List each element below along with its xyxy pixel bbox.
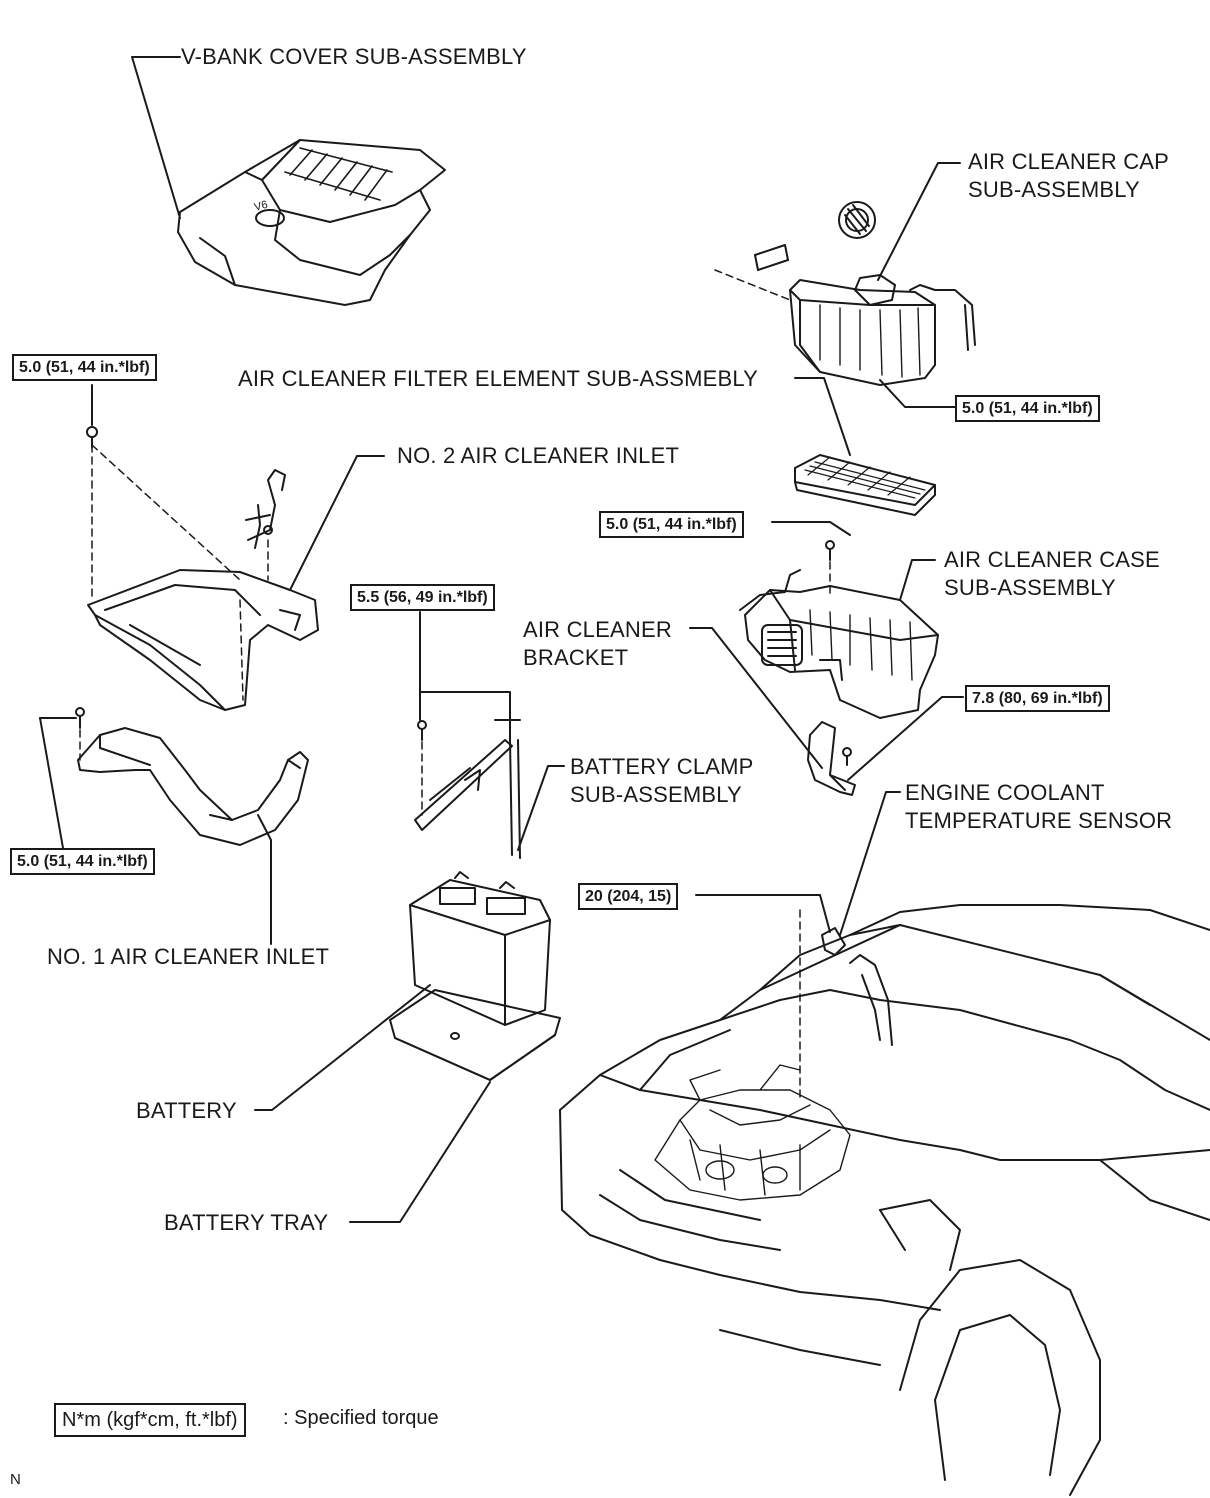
label-battery-tray: BATTERY TRAY [164, 1210, 329, 1235]
air-filter-element-drawing [794, 454, 936, 516]
no2-air-cleaner-inlet-drawing [87, 469, 319, 711]
coolant-sensor-drawing [821, 927, 893, 1046]
air-cleaner-case-drawing [739, 569, 939, 719]
label-no1-air-cleaner-inlet: NO. 1 AIR CLEANER INLET [47, 944, 330, 969]
vehicle-drawing [559, 904, 1210, 1496]
battery-clamp-drawing [414, 719, 521, 859]
torque-box: 5.5 (56, 49 in.*lbf) [350, 584, 495, 611]
label-air-cleaner-bracket: AIR CLEANER BRACKET [523, 617, 672, 670]
air-cleaner-bracket-drawing [807, 721, 856, 796]
label-engine-coolant-sensor: ENGINE COOLANT TEMPERATURE SENSOR [905, 780, 1173, 833]
no1-air-cleaner-inlet-drawing [77, 727, 309, 846]
torque-box: 5.0 (51, 44 in.*lbf) [12, 354, 157, 381]
v-bank-cover-drawing: V6 [177, 139, 446, 306]
engine-drawing [654, 1064, 851, 1201]
legend-text: : Specified torque [283, 1407, 439, 1429]
label-battery: BATTERY [136, 1098, 237, 1123]
torque-box: 5.0 (51, 44 in.*lbf) [955, 395, 1100, 422]
label-air-cleaner-case: AIR CLEANER CASE SUB-ASSEMBLY [944, 547, 1160, 600]
label-air-cleaner-cap: AIR CLEANER CAP SUB-ASSEMBLY [968, 149, 1170, 202]
torque-box: 7.8 (80, 69 in.*lbf) [965, 685, 1110, 712]
battery-tray-drawing [389, 989, 561, 1081]
label-air-cleaner-filter: AIR CLEANER FILTER ELEMENT SUB-ASSMEBLY [238, 366, 759, 391]
label-v-bank-cover: V-BANK COVER SUB-ASSEMBLY [181, 44, 527, 69]
leader-lines [39, 56, 964, 1223]
battery-drawing [409, 871, 551, 1026]
corner-mark: N [10, 1471, 21, 1488]
torque-box: 5.0 (51, 44 in.*lbf) [10, 848, 155, 875]
legend-torque-box: N*m (kgf*cm, ft.*lbf) [54, 1403, 246, 1437]
air-cleaner-cap-drawing [754, 201, 976, 386]
label-no2-air-cleaner-inlet: NO. 2 AIR CLEANER INLET [397, 443, 680, 468]
torque-box: 5.0 (51, 44 in.*lbf) [599, 511, 744, 538]
torque-box: 20 (204, 15) [578, 883, 679, 910]
svg-text:V6: V6 [253, 199, 269, 214]
label-battery-clamp: BATTERY CLAMP SUB-ASSEMBLY [570, 754, 754, 807]
